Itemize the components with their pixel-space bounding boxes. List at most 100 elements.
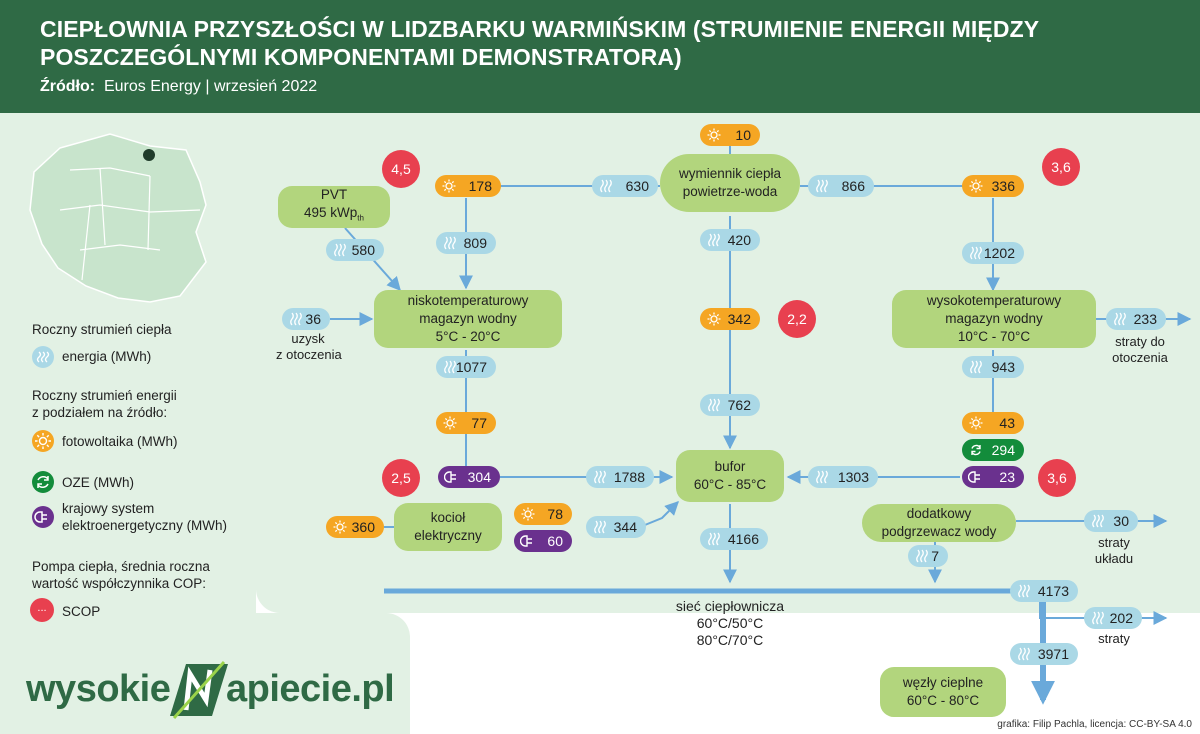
heat-flow-pill: 30 — [1084, 510, 1138, 532]
recycle-icon — [32, 471, 54, 493]
flow-value: 78 — [547, 506, 563, 522]
sun-icon — [707, 128, 721, 142]
grid-flow-pill: 60 — [514, 530, 572, 552]
heat-flow-pill: 344 — [586, 516, 646, 538]
header: CIEPŁOWNIA PRZYSZŁOŚCI W LIDZBARKU WARMI… — [0, 0, 1200, 113]
node-high-temp-storage: wysokotemperaturowy magazyn wodny 10°C -… — [892, 290, 1096, 348]
flow-value: 304 — [467, 469, 491, 485]
heat-flow-pill: 1202 — [962, 242, 1024, 264]
heat-flow-pill: 420 — [700, 229, 760, 251]
ambient-gain-label: uzysk z otoczenia — [276, 331, 342, 363]
heatnodes-line-2: 60°C - 80°C — [906, 693, 980, 708]
addheater-line-1: dodatkowy — [906, 506, 972, 521]
flow-value: 943 — [991, 359, 1015, 375]
heat-icon — [290, 312, 302, 326]
network-line-3: 80°C/70°C — [696, 632, 764, 648]
pvt-line-1: PVT — [320, 187, 348, 203]
flow-value: 762 — [727, 397, 751, 413]
heat-flow-pill: 580 — [326, 239, 384, 261]
heat-icon — [970, 246, 982, 260]
plug-icon — [520, 535, 532, 547]
flow-value: 294 — [991, 442, 1015, 458]
heat-flow-pill: 7 — [908, 545, 948, 567]
node-electric-boiler: kocioł elektryczny — [394, 503, 502, 551]
network-line-2: 60°C/50°C — [696, 615, 764, 631]
sun-icon — [443, 416, 457, 430]
heat-icon — [708, 398, 720, 412]
boiler-line-1: kocioł — [430, 510, 466, 525]
heat-icon — [444, 236, 456, 250]
legend-scop-title-2: wartość współczynnika COP: — [32, 576, 207, 591]
loss-env-label: straty do otoczenia — [1100, 334, 1180, 366]
flow-value: 580 — [351, 242, 375, 258]
sun-icon — [969, 416, 983, 430]
loss-sys-line-1: straty — [1098, 535, 1130, 550]
grid-flow-pill: 23 — [962, 466, 1024, 488]
flow-value: 809 — [463, 235, 487, 251]
sun-icon — [707, 312, 721, 326]
flow-value: 420 — [727, 232, 751, 248]
flow-value: 336 — [991, 178, 1015, 194]
scop-legend-symbol: ... — [30, 598, 54, 622]
source-label: Źródło: — [40, 78, 96, 95]
heat-flow-pill: 866 — [808, 175, 874, 197]
flow-value: 360 — [351, 519, 375, 535]
heat-flow-pill: 630 — [592, 175, 658, 197]
heat-icon — [32, 346, 54, 368]
flow-value: 10 — [735, 127, 751, 143]
flow-value: 1077 — [455, 359, 487, 375]
lowtemp-line-1: niskotemperaturowy — [407, 293, 529, 308]
heat-icon — [816, 470, 828, 484]
flow-value: 866 — [841, 178, 865, 194]
legend-energy-title-1: Roczny strumień energii — [32, 388, 177, 403]
sun-icon — [333, 520, 347, 534]
heat-flow-pill: 1788 — [586, 466, 654, 488]
node-additional-heater: dodatkowy podgrzewacz wody — [862, 504, 1016, 542]
pv-flow-pill: 43 — [962, 412, 1024, 434]
pv-flow-pill: 77 — [436, 412, 496, 434]
scop-badge: 3,6 — [1038, 459, 1076, 497]
flow-value: 178 — [468, 178, 492, 194]
heat-flow-pill: 202 — [1084, 607, 1142, 629]
grid-flow-pill: 304 — [438, 466, 500, 488]
bufor-line-2: 60°C - 85°C — [693, 477, 767, 492]
sun-icon — [442, 179, 456, 193]
pv-flow-pill: 10 — [700, 124, 760, 146]
node-air-exchanger: wymiennik ciepła powietrze-woda — [660, 154, 800, 212]
flow-value: 1303 — [837, 469, 869, 485]
legend-pv-item: fotowoltaika (MWh) — [62, 434, 178, 449]
flow-value: 630 — [625, 178, 649, 194]
legend-scop-title-1: Pompa ciepła, średnia roczna — [32, 559, 210, 574]
pv-flow-pill: 342 — [700, 308, 760, 330]
ambient-line-1: uzysk — [291, 331, 325, 346]
ambient-line-2: z otoczenia — [276, 347, 342, 362]
heat-icon — [1018, 647, 1030, 661]
heat-icon — [594, 520, 606, 534]
flow-value: 4166 — [727, 531, 759, 547]
plug-icon — [32, 506, 54, 528]
lowtemp-line-2: magazyn wodny — [419, 311, 517, 326]
heat-icon — [916, 549, 928, 563]
flow-value: 342 — [727, 311, 751, 327]
heat-icon — [1114, 312, 1126, 326]
pvt-line-2: 495 kWpth — [304, 205, 364, 223]
heat-flow-pill: 233 — [1106, 308, 1166, 330]
sun-icon — [32, 430, 54, 452]
flow-value: 1788 — [613, 469, 645, 485]
legend-scop-item: SCOP — [62, 604, 101, 619]
legend-heat-item: energia (MWh) — [62, 349, 152, 364]
loss-system-label: straty układu — [1084, 535, 1144, 567]
heat-flow-pill: 943 — [962, 356, 1024, 378]
heat-icon — [1092, 514, 1104, 528]
legend-energy-title-2: z podziałem na źródło: — [32, 405, 168, 420]
logo: wysokie apiecie.pl — [26, 660, 396, 720]
flow-value: 43 — [999, 415, 1015, 431]
heatnodes-line-1: węzły cieplne — [902, 675, 984, 690]
flow-value: 233 — [1133, 311, 1157, 327]
heat-flow-pill: 36 — [282, 308, 330, 330]
node-heat-nodes: węzły cieplne 60°C - 80°C — [880, 667, 1006, 717]
legend-grid-item-1: krajowy system — [62, 501, 155, 516]
flow-value: 202 — [1109, 610, 1133, 626]
heat-icon — [816, 179, 828, 193]
heat-icon — [1018, 584, 1030, 598]
